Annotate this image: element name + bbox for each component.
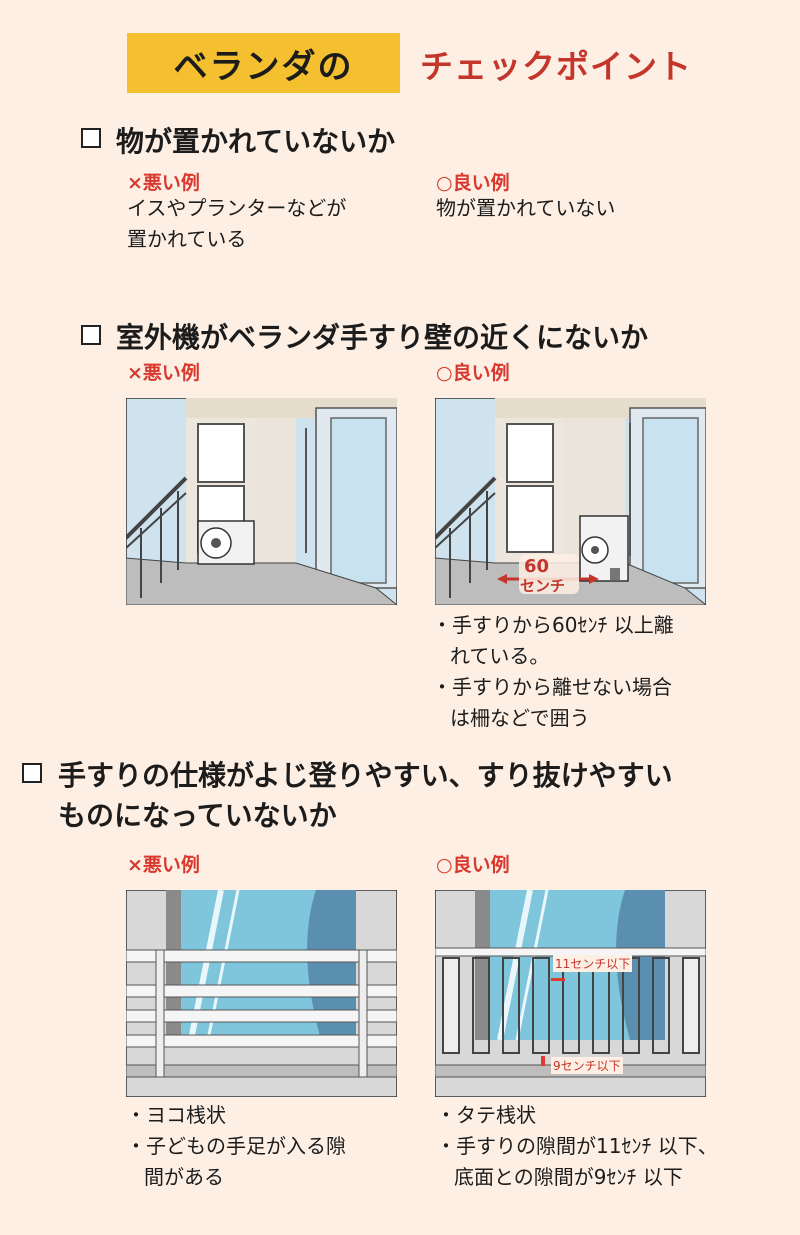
good-example-label: ○良い例 bbox=[436, 854, 510, 876]
good-example-label: ○良い例 bbox=[436, 172, 510, 194]
gap-top-label: 11センチ以下 bbox=[553, 955, 633, 972]
bad-example-label: ×悪い例 bbox=[127, 362, 200, 384]
note-line: 底面との隙間が9ｾﾝﾁ 以下 bbox=[454, 1165, 683, 1189]
title-highlight: ベランダの bbox=[127, 33, 400, 93]
note-line: ・手すりから離せない場合 bbox=[432, 675, 672, 699]
balcony-good-illustration bbox=[435, 398, 706, 605]
bad-text-line: 置かれている bbox=[127, 227, 247, 251]
bad-example-text: イスやプランターなどが 置かれている bbox=[127, 193, 346, 255]
horizontal-railing-illustration bbox=[126, 890, 397, 1097]
note-line: ・ヨコ桟状 bbox=[126, 1103, 226, 1127]
question-1: 物が置かれていないか bbox=[116, 125, 396, 158]
note-line: 間がある bbox=[144, 1165, 224, 1189]
checkbox-1[interactable] bbox=[81, 128, 101, 148]
bad-note-list: ・ヨコ桟状 ・子どもの手足が入る隙 間がある bbox=[126, 1100, 346, 1193]
bad-text-line: イスやプランターなどが bbox=[127, 196, 347, 220]
note-line: ・手すりの隙間が11ｾﾝﾁ 以下、 bbox=[436, 1134, 718, 1158]
question-3-line-1: 手すりの仕様がよじ登りやすい、すり抜けやすい bbox=[58, 759, 673, 792]
note-line: ・手すりから60ｾﾝﾁ 以上離 bbox=[432, 613, 674, 637]
note-line: ・子どもの手足が入る隙 bbox=[126, 1134, 346, 1158]
note-list: ・手すりから60ｾﾝﾁ 以上離 れている。 ・手すりから離せない場合 は柵などで… bbox=[432, 610, 674, 734]
good-example-text: 物が置かれていない bbox=[436, 196, 616, 220]
checkbox-2[interactable] bbox=[81, 325, 101, 345]
question-2: 室外機がベランダ手すり壁の近くにないか bbox=[116, 321, 649, 354]
good-note-list: ・タテ桟状 ・手すりの隙間が11ｾﾝﾁ 以下、 底面との隙間が9ｾﾝﾁ 以下 bbox=[436, 1100, 718, 1193]
gap-bottom-label: 9センチ以下 bbox=[551, 1057, 623, 1074]
bad-example-label: ×悪い例 bbox=[127, 172, 200, 194]
note-line: れている。 bbox=[450, 644, 550, 668]
bad-example-label: ×悪い例 bbox=[127, 854, 200, 876]
note-line: は柵などで囲う bbox=[450, 706, 590, 730]
checkbox-3[interactable] bbox=[22, 763, 42, 783]
distance-unit: センチ bbox=[520, 577, 566, 595]
balcony-bad-illustration bbox=[126, 398, 397, 605]
note-line: ・タテ桟状 bbox=[436, 1103, 536, 1127]
title-main: チェックポイント bbox=[420, 47, 692, 86]
question-3-line-2: ものになっていないか bbox=[58, 799, 337, 832]
distance-number: 60 bbox=[524, 556, 550, 577]
good-example-label: ○良い例 bbox=[436, 362, 510, 384]
